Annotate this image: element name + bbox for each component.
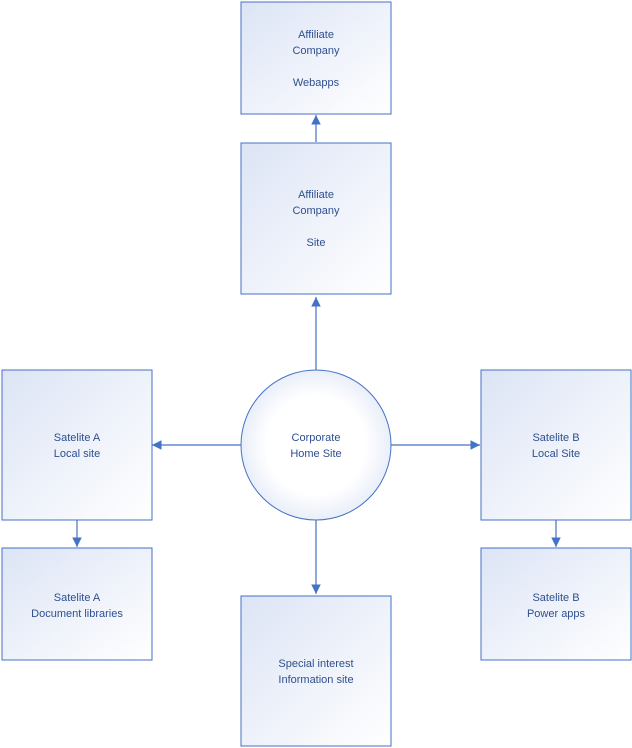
node-label-line: Affiliate (298, 29, 334, 41)
node-label-line: Information site (278, 674, 353, 686)
node-label-line: Satelite B (532, 432, 579, 444)
node-label-line: Document libraries (31, 608, 123, 620)
node-label-line: Site (307, 237, 326, 249)
node-label-line: Special interest (278, 658, 353, 670)
node-label-line: Affiliate (298, 189, 334, 201)
node-satelite-a-docs-label: Satelite A Document libraries (31, 592, 123, 620)
node-satelite-a-docs: Satelite A Document libraries (1, 547, 153, 661)
node-label-line: Company (292, 205, 340, 217)
node-label-line: Corporate (292, 432, 341, 444)
node-satelite-b-power-label: Satelite B Power apps (527, 592, 586, 620)
node-satelite-a-local-label: Satelite A Local site (54, 432, 101, 460)
node-label-line: Power apps (527, 608, 586, 620)
node-label-line: Webapps (293, 77, 340, 89)
node-label-line: Satelite A (54, 432, 101, 444)
node-label-line: Satelite B (532, 592, 579, 604)
node-label-line: Company (292, 45, 340, 57)
connectors (72, 115, 561, 594)
node-satelite-b-power: Satelite B Power apps (480, 547, 632, 661)
node-label-line: Local Site (532, 448, 580, 460)
node-label-line: Local site (54, 448, 100, 460)
node-label-line: Home Site (290, 448, 341, 460)
node-label-line: Satelite A (54, 592, 101, 604)
node-satelite-b-local-label: Satelite B Local Site (532, 432, 580, 460)
node-satelite-a-local: Satelite A Local site (1, 369, 153, 521)
node-satelite-b-local: Satelite B Local Site (480, 369, 632, 521)
